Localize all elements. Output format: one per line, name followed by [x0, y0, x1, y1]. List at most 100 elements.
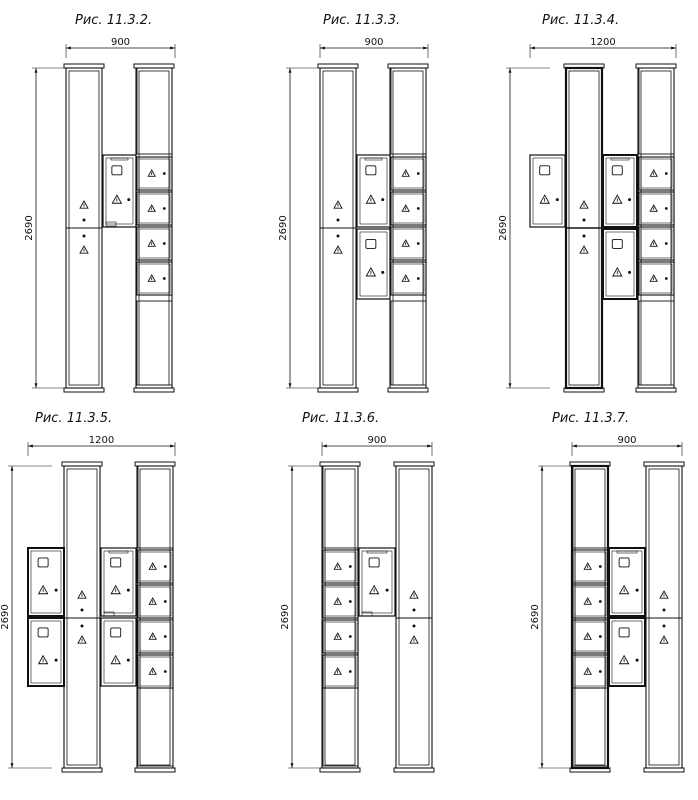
lock-dot-icon [336, 218, 340, 222]
lock-dot-icon [582, 234, 586, 238]
warning-triangle-icon [148, 562, 157, 570]
meter-window-icon [111, 165, 123, 176]
warning-triangle-icon [579, 245, 589, 254]
warning-triangle-icon [618, 654, 630, 665]
meter-window-icon [368, 557, 380, 568]
column-body [136, 465, 174, 769]
column-upper-section [136, 67, 173, 155]
height-dimension-label: 2690 [498, 215, 509, 240]
column-base [319, 767, 361, 773]
lock-dot-icon [635, 588, 639, 592]
height-dimension-label: 2690 [530, 604, 541, 629]
lock-dot-icon [163, 600, 167, 603]
column-base [387, 387, 429, 393]
lock-dot-icon [162, 277, 166, 280]
meter-cabinet [602, 154, 638, 228]
cabinet-module-inner [574, 621, 607, 652]
meter-cabinet-inner [103, 620, 134, 684]
width-dimension-label: 900 [367, 435, 386, 446]
warning-triangle-icon [147, 169, 156, 177]
meter-cabinet [358, 547, 396, 617]
meter-cabinet-latch [103, 611, 115, 617]
cabinet-module [638, 156, 675, 191]
lock-dot-icon [80, 608, 84, 612]
cabinet-module-inner [574, 586, 607, 617]
column-cap [387, 63, 429, 69]
warning-triangle-icon [77, 590, 87, 599]
warning-triangle-icon [539, 194, 550, 204]
column-body [389, 67, 427, 389]
column-cap [63, 63, 105, 69]
cabinet-module [572, 584, 609, 619]
meter-window-icon [365, 238, 377, 249]
lock-dot-icon [628, 270, 632, 274]
column-inner-frame [398, 468, 430, 766]
warning-triangle-icon [579, 200, 589, 209]
lock-dot-icon [416, 277, 420, 280]
cabinet-module [390, 191, 427, 226]
meter-cabinet-label-plate [108, 550, 129, 554]
meter-cabinet-label-plate [616, 550, 638, 554]
column-cap [134, 461, 176, 467]
cabinet-module [572, 549, 609, 584]
column-upper-section [572, 465, 609, 549]
cabinet-module-inner [392, 158, 425, 189]
meter-cabinet-inner [361, 550, 393, 614]
cabinet-module [390, 261, 427, 296]
meter-cabinet-inner [105, 157, 134, 225]
meter-cabinet [608, 617, 646, 687]
cabinet-module [390, 226, 427, 261]
lock-dot-icon [348, 600, 352, 603]
lock-dot-icon [54, 588, 58, 592]
cabinet-module-inner [138, 263, 171, 294]
lock-dot-icon [664, 277, 668, 280]
meter-cabinet-inner [30, 620, 62, 684]
cabinet-module-inner [139, 656, 172, 687]
column-cap [133, 63, 175, 69]
warning-triangle-icon [333, 245, 343, 254]
warning-triangle-icon [110, 584, 121, 595]
column-base [635, 387, 677, 393]
meter-window-icon [110, 557, 122, 568]
column-body [63, 465, 101, 769]
column-cap [61, 461, 103, 467]
meter-cabinet-label-plate [364, 157, 383, 161]
lock-dot-icon [598, 600, 602, 603]
warning-triangle-icon [79, 245, 89, 254]
meter-cabinet-inner [30, 550, 62, 614]
warning-triangle-icon [649, 239, 658, 247]
warning-triangle-icon [333, 200, 343, 209]
lock-dot-icon [82, 218, 86, 222]
meter-cabinet-inner [359, 231, 388, 297]
height-dimension-label: 2690 [0, 604, 11, 629]
cabinet-module [572, 619, 609, 654]
meter-window-icon [37, 557, 49, 568]
column-inner-frame [139, 468, 171, 766]
column-base [133, 387, 175, 393]
warning-triangle-icon [659, 635, 669, 644]
lock-dot-icon [664, 207, 668, 210]
cabinet-module [322, 584, 359, 619]
lock-dot-icon [348, 670, 352, 673]
cabinet-module [322, 654, 359, 689]
warning-triangle-icon [333, 597, 342, 605]
warning-triangle-icon [147, 274, 156, 282]
column-lower-section [638, 300, 675, 386]
width-dimension-label: 1200 [89, 435, 114, 446]
column-body [570, 464, 610, 770]
warning-triangle-icon [147, 204, 156, 212]
meter-cabinet-label-plate [610, 157, 630, 161]
column-base [393, 767, 435, 773]
meter-cabinet-label-plate [366, 550, 388, 554]
lock-dot-icon [635, 658, 639, 662]
cabinet-module [137, 619, 174, 654]
lock-dot-icon [416, 207, 420, 210]
column-body [135, 67, 173, 389]
cabinet-module-inner [139, 551, 172, 582]
warning-triangle-icon [409, 590, 419, 599]
lock-dot-icon [416, 172, 420, 175]
cabinet-module [638, 261, 675, 296]
warning-triangle-icon [401, 274, 410, 282]
lock-dot-icon [163, 635, 167, 638]
lock-dot-icon [582, 218, 586, 222]
